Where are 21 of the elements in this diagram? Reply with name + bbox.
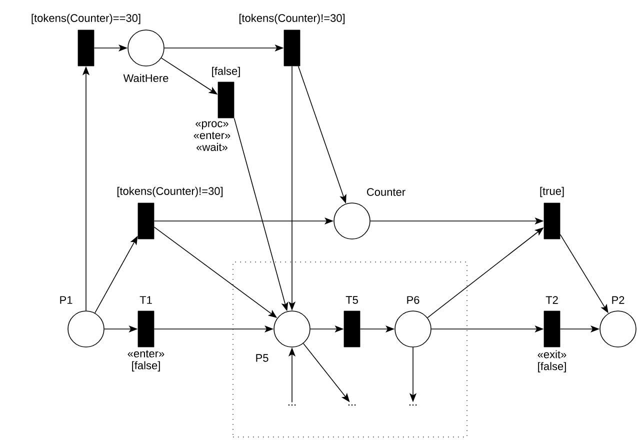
ellipsis-text: ... xyxy=(348,404,356,406)
dotted-boundary-box xyxy=(232,262,468,438)
place-label: P2 xyxy=(612,296,624,304)
place-label: P6 xyxy=(407,296,420,304)
transition-label: [false] xyxy=(212,66,240,78)
transition-label: «exit» [false] xyxy=(538,350,566,372)
transition-label: T2 xyxy=(546,296,558,304)
ellipsis-text: ... xyxy=(288,404,296,406)
transition-label: T1 xyxy=(140,296,152,304)
transition-label: T5 xyxy=(346,296,358,304)
place-label: WaitHere xyxy=(123,74,168,82)
transition-label: [tokens(Counter)==30] xyxy=(32,14,140,24)
place-label: P5 xyxy=(256,354,268,362)
transition-label: [true] xyxy=(540,186,564,198)
transition-label: «proc» «enter» «wait» xyxy=(194,121,230,151)
transition-label: «enter» [false] xyxy=(128,350,164,372)
ellipsis-text: ... xyxy=(409,404,417,406)
transition-label: [tokens(Counter)!=30] xyxy=(239,14,345,24)
place-label: P1 xyxy=(60,296,72,304)
transition-label: [tokens(Counter)!=30] xyxy=(117,186,223,198)
place-label: Counter xyxy=(367,188,406,196)
